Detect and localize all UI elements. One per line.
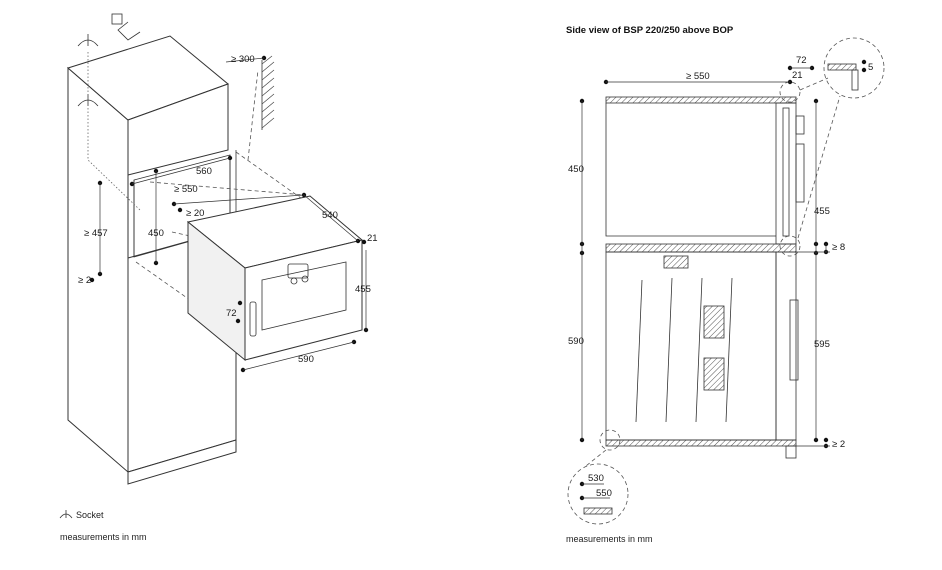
dim-72: 72 (226, 308, 237, 319)
side-dimension-lines (581, 67, 830, 499)
middle-shelf (605, 243, 797, 253)
side-dimension-markers (579, 59, 867, 501)
detail-circles (567, 37, 885, 525)
lower-appliance (605, 251, 799, 459)
dim-2: ≥ 2 (78, 275, 91, 286)
dim-550: ≥ 550 (174, 184, 198, 195)
dim-455: 455 (355, 284, 371, 295)
dim-450: 450 (148, 228, 164, 239)
dim-590: 590 (298, 354, 314, 365)
right-dimension-labels: 72 ≥ 550 21 5 450 455 ≥ 8 590 595 ≥ 2 53… (568, 55, 873, 499)
bottom-shelf (605, 439, 797, 447)
dimension-lines (99, 57, 367, 371)
left-dimension-labels: ≥ 300 560 ≥ 550 ≥ 20 ≥ 457 450 ≥ 2 540 2… (78, 54, 378, 365)
side-view-title: Side view of BSP 220/250 above BOP (566, 25, 734, 36)
dim-590-side: 590 (568, 336, 584, 347)
dim-550b-side: 550 (596, 488, 612, 499)
socket-legend: Socket measurements in mm (59, 510, 147, 542)
upper-appliance (605, 102, 805, 245)
dim-457: ≥ 457 (84, 228, 108, 239)
dim-300: ≥ 300 (231, 54, 255, 65)
dim-21-side: 21 (792, 70, 803, 81)
socket-legend-label: Socket (76, 510, 104, 520)
right-footnote: measurements in mm (566, 534, 653, 544)
dim-72-side: 72 (796, 55, 807, 66)
dim-560: 560 (196, 166, 212, 177)
left-footnote: measurements in mm (60, 532, 147, 542)
oven-appliance (186, 195, 364, 362)
dim-455-side: 455 (814, 206, 830, 217)
dim-5-side: 5 (868, 62, 873, 73)
dim-21: 21 (367, 233, 378, 244)
dim-450-side: 450 (568, 164, 584, 175)
isometric-view: ≥ 300 560 ≥ 550 ≥ 20 ≥ 457 450 ≥ 2 540 2… (59, 13, 378, 542)
top-shelf (605, 96, 797, 104)
wall-hatch (261, 55, 275, 130)
dim-8-side: ≥ 8 (832, 242, 845, 253)
side-view: Side view of BSP 220/250 above BOP (566, 25, 885, 544)
dim-550-side: ≥ 550 (686, 71, 710, 82)
dim-540: 540 (322, 210, 338, 221)
dim-530-side: 530 (588, 473, 604, 484)
dim-595-side: 595 (814, 339, 830, 350)
dim-2-side: ≥ 2 (832, 439, 845, 450)
dim-20: ≥ 20 (186, 208, 204, 219)
socket-icon (59, 510, 73, 519)
socket-symbols (77, 13, 141, 211)
